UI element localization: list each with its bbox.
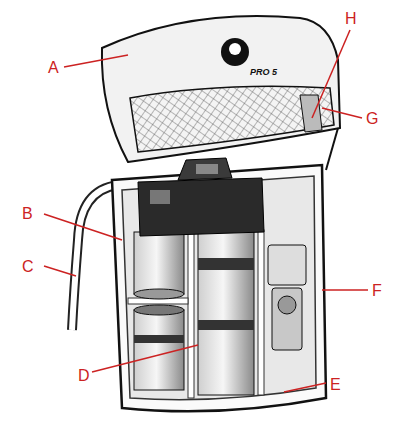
inner-compartment	[122, 176, 316, 400]
callout-letter: D	[78, 368, 90, 384]
leader-lines	[44, 30, 368, 392]
lid-hinge	[326, 128, 338, 170]
brand-logo-mark	[229, 43, 241, 55]
lens	[134, 232, 184, 294]
leader-line	[44, 214, 122, 240]
leader-line	[312, 30, 350, 118]
leader-line	[322, 289, 368, 291]
shoulder-strap-inner	[72, 185, 118, 330]
lens-ring	[198, 320, 254, 330]
lens-end	[134, 289, 184, 299]
lens-ring	[198, 258, 254, 270]
callout-letter: H	[345, 11, 357, 27]
shoulder-strap	[72, 185, 118, 330]
callout-letter: C	[22, 259, 34, 275]
viewfinder	[196, 164, 218, 174]
camera-display	[150, 190, 170, 204]
flash-head	[268, 245, 306, 285]
divider	[258, 230, 264, 395]
flash-body	[272, 288, 302, 350]
callout-letter: A	[48, 60, 59, 76]
flash-dial	[278, 296, 296, 314]
leader-line	[64, 55, 128, 67]
divider	[188, 230, 194, 398]
brand-logo	[221, 38, 249, 66]
callout-letter: G	[366, 111, 378, 127]
lid-clip	[300, 95, 322, 132]
lens-ring	[134, 335, 184, 343]
leader-line	[44, 266, 76, 276]
brand-text: PRO 5	[250, 68, 277, 77]
lens	[198, 225, 254, 395]
leader-line	[92, 345, 198, 372]
callout-letter: B	[22, 206, 33, 222]
camera-body	[138, 178, 264, 236]
lens-end	[134, 305, 184, 315]
callout-letter: F	[372, 283, 382, 299]
mesh-pocket	[130, 86, 334, 152]
leader-line	[284, 383, 326, 392]
leader-line	[322, 108, 362, 118]
bag-body	[112, 165, 326, 411]
bag-lid	[102, 16, 340, 162]
camera-prism	[178, 158, 232, 180]
callout-letter: E	[330, 377, 341, 393]
